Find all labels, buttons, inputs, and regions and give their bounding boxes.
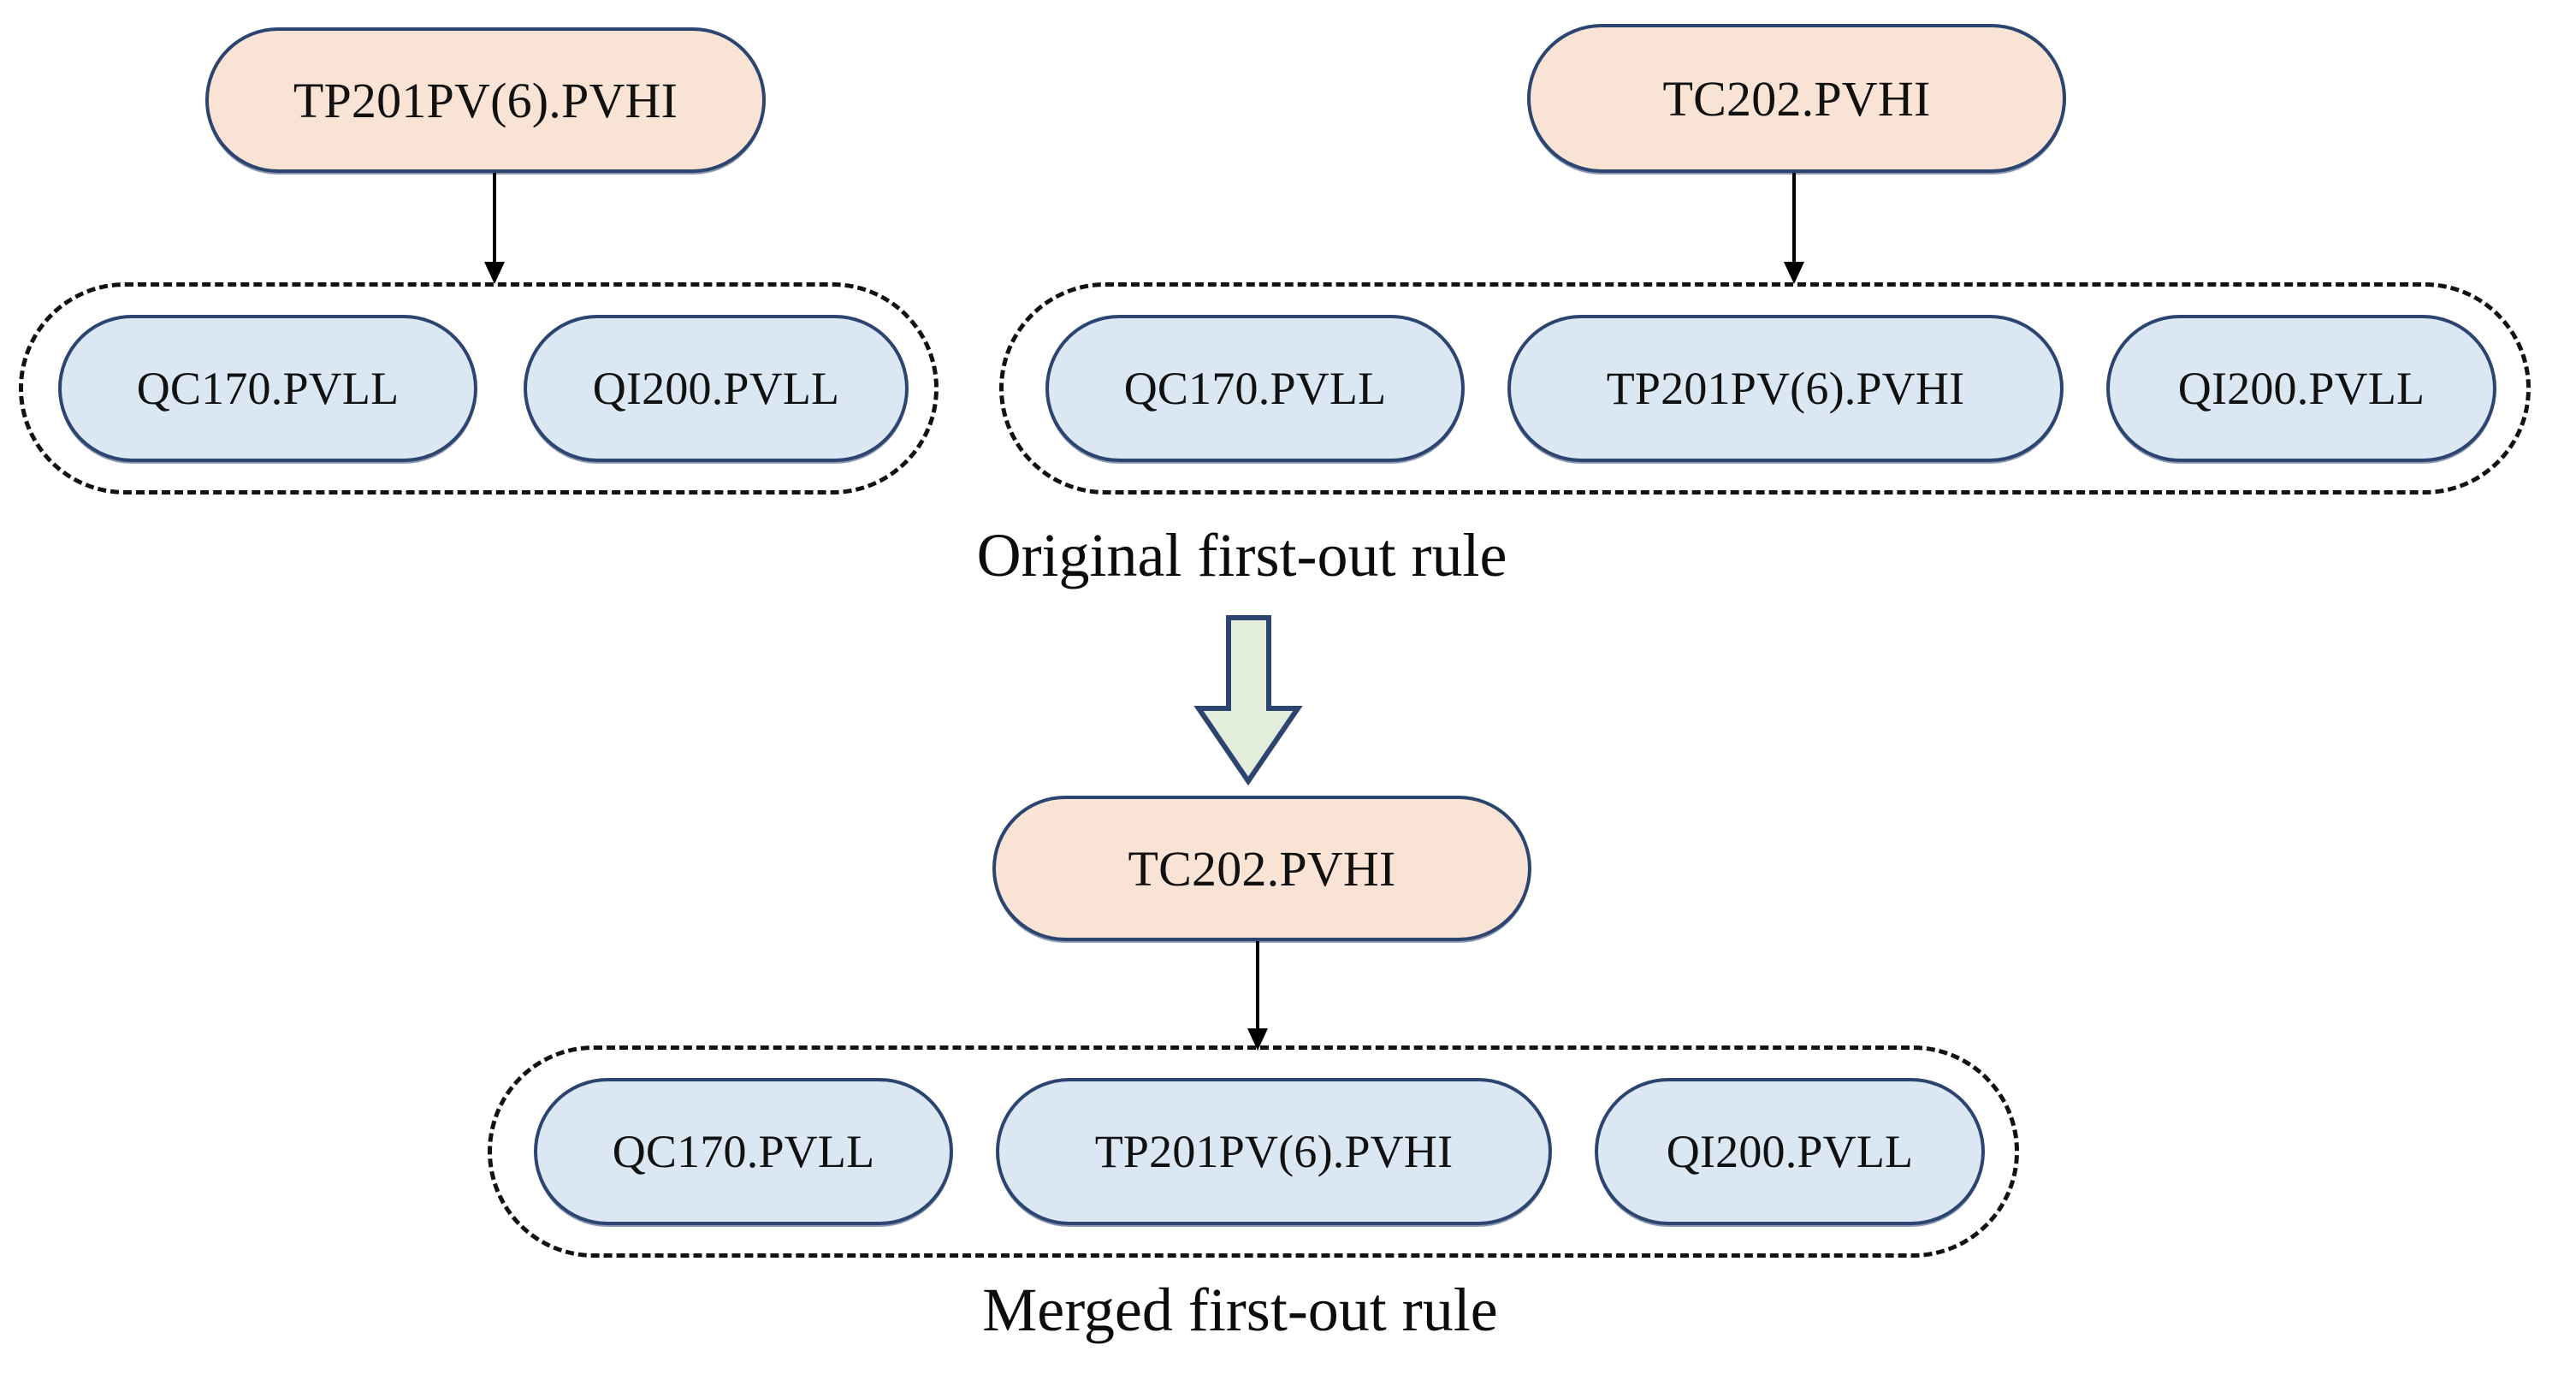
connector-stem <box>1792 173 1796 264</box>
member-node-right-0[interactable]: QC170.PVLL <box>1045 315 1465 462</box>
member-node-merged-0[interactable]: QC170.PVLL <box>534 1078 953 1225</box>
trigger-node-right[interactable]: TC202.PVHI <box>1527 24 2066 173</box>
caption-original-rule: Original first-out rule <box>976 521 1507 589</box>
member-node-right-1[interactable]: TP201PV(6).PVHI <box>1507 315 2064 462</box>
member-node-left-0[interactable]: QC170.PVLL <box>58 315 477 462</box>
member-node-merged-2[interactable]: QI200.PVLL <box>1595 1078 1985 1225</box>
down-arrow-icon <box>1784 262 1804 284</box>
connector-merged <box>1247 941 1268 1051</box>
connector-left-original <box>484 173 505 284</box>
trigger-node-merged[interactable]: TC202.PVHI <box>992 796 1531 941</box>
member-node-right-2[interactable]: QI200.PVLL <box>2106 315 2496 462</box>
caption-merged-rule: Merged first-out rule <box>982 1276 1498 1344</box>
connector-stem <box>493 173 496 264</box>
rule-group-right <box>999 282 2531 495</box>
transform-block-arrow-icon <box>1192 614 1305 786</box>
connector-stem <box>1256 941 1259 1030</box>
connector-right-original <box>1784 173 1804 284</box>
trigger-node-left[interactable]: TP201PV(6).PVHI <box>205 27 766 173</box>
down-arrow-icon <box>484 262 505 284</box>
rule-group-merged <box>488 1045 2019 1258</box>
member-node-left-1[interactable]: QI200.PVLL <box>524 315 909 462</box>
member-node-merged-1[interactable]: TP201PV(6).PVHI <box>996 1078 1552 1225</box>
rule-group-left <box>19 282 939 495</box>
